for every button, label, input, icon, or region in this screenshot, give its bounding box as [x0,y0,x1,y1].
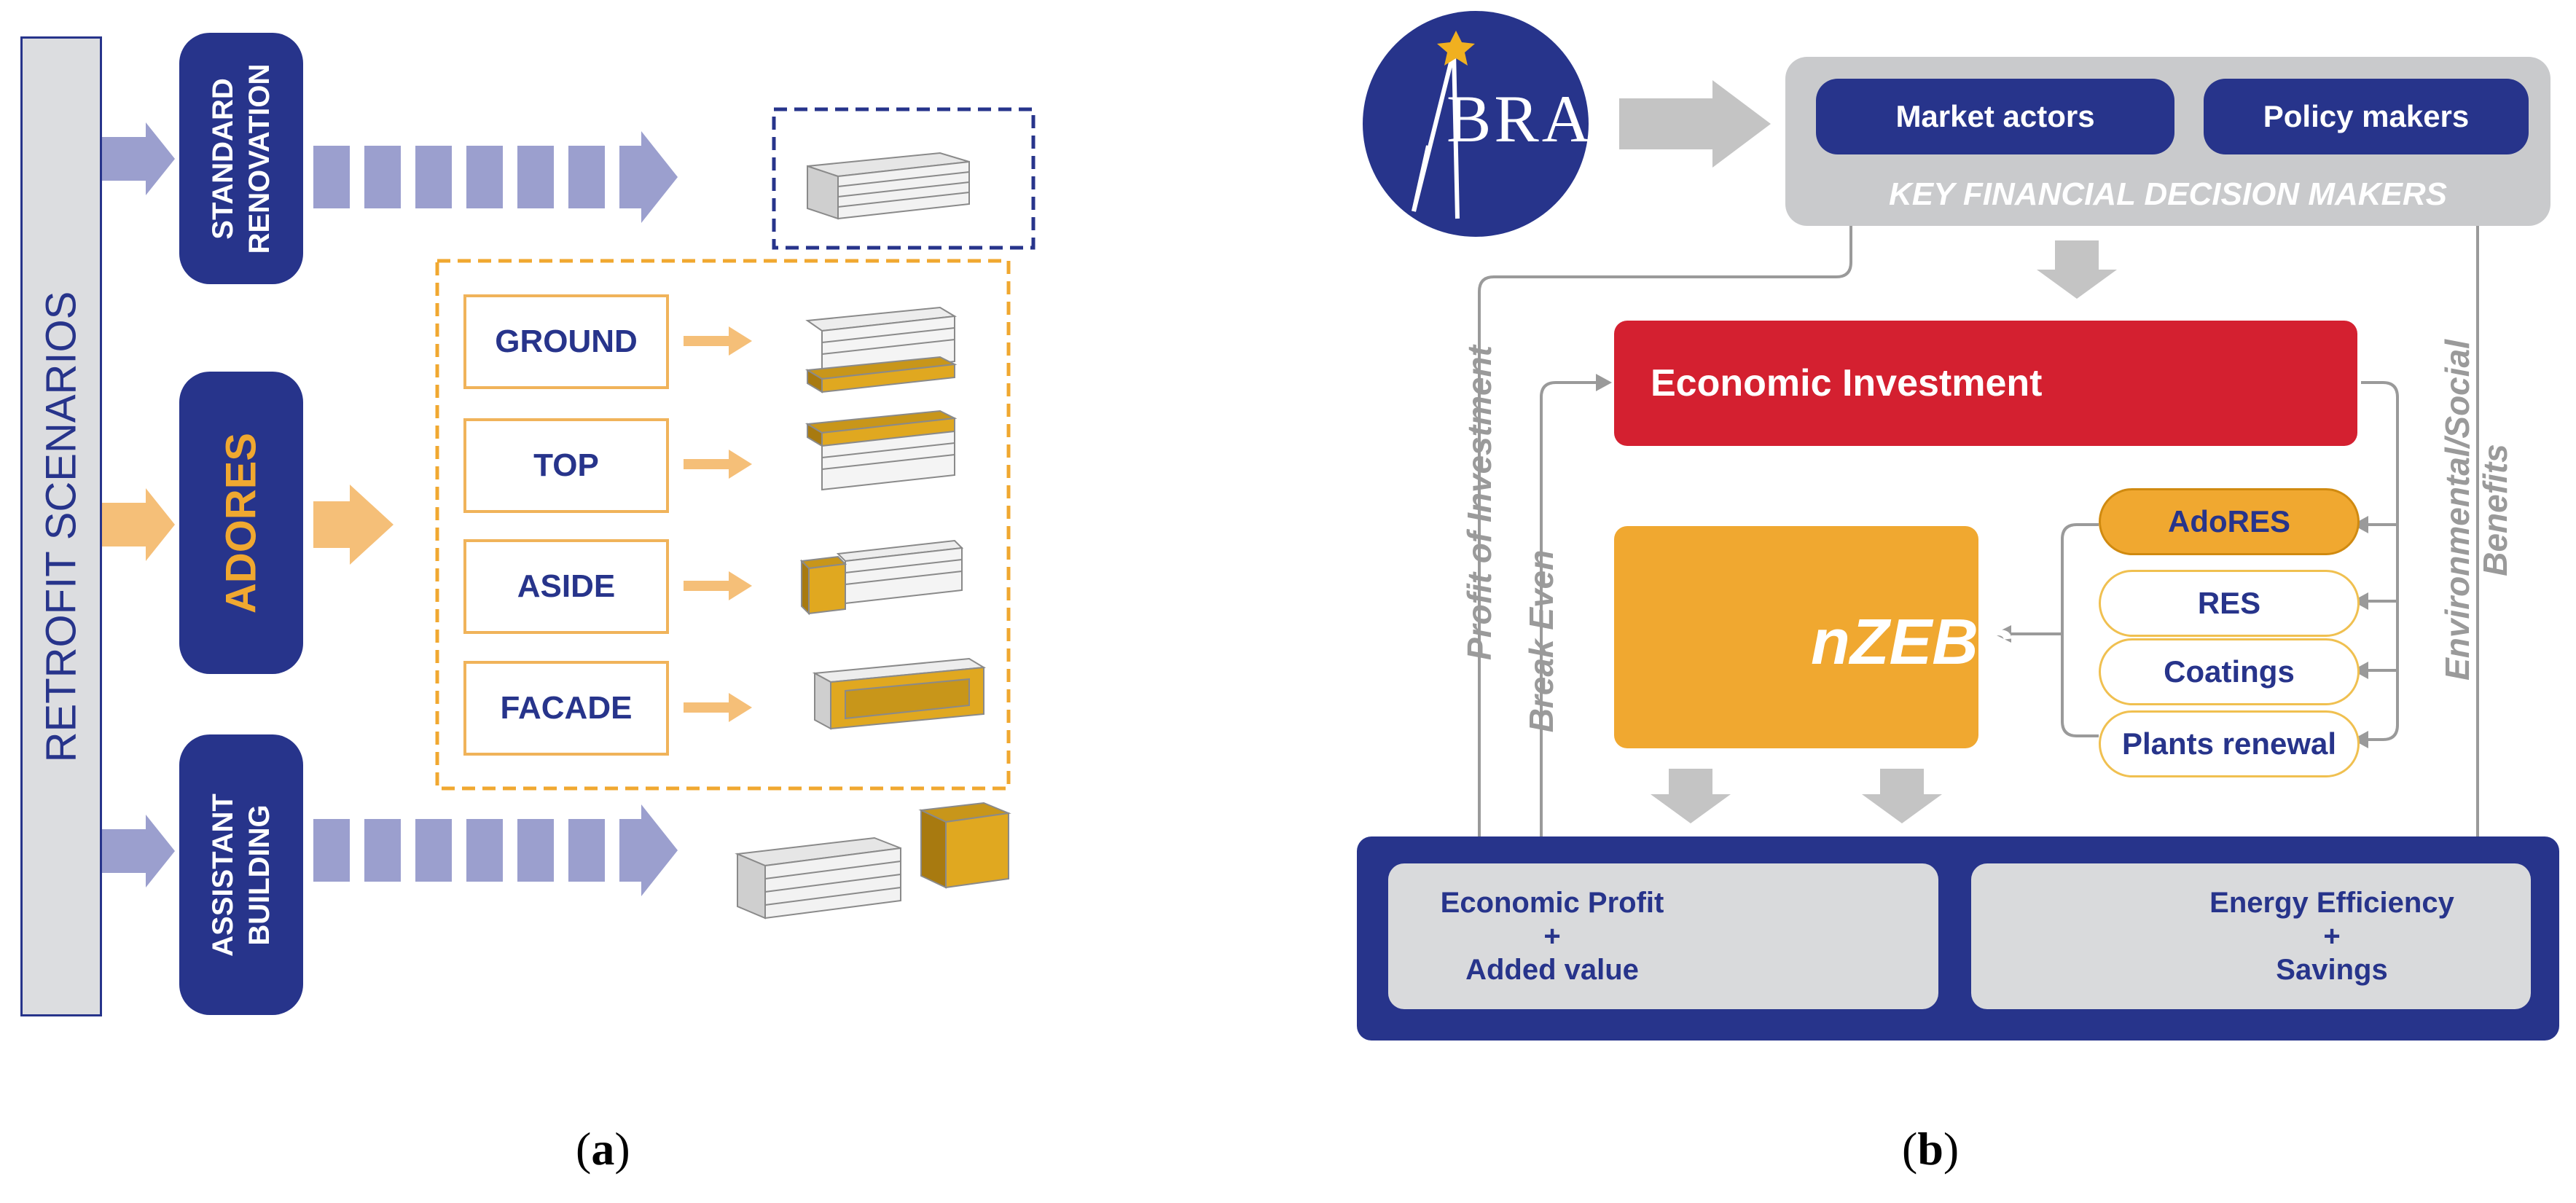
building-top [804,410,958,491]
economic-profit-line3: Added value [1465,954,1639,986]
options-to-nzebs-connector [1994,523,2099,737]
energy-line2: + [2323,920,2341,952]
retrofit-scenarios-bar: RETROFIT SCENARIOS [20,36,102,1016]
environmental-social-benefits-label: Environmental/Social Benefits [2438,340,2514,681]
building-facade [812,657,987,730]
building-ground [804,306,958,393]
arrow-nzebs-to-energy [1862,769,1942,823]
economic-investment-label: Economic Investment [1651,362,2043,404]
option-aside: ASIDE [463,539,669,634]
economic-profit-line1: Economic Profit [1440,887,1664,919]
economic-investment-box: Economic Investment [1614,321,2357,446]
building-assistant [735,802,1011,920]
building-standard [807,152,970,220]
star-icon [1437,31,1475,66]
env-line1: Environmental/Social [2438,340,2476,681]
dashed-arrow-assistant [313,804,678,896]
option-ground: GROUND [463,294,669,389]
bra-logo-mark [1412,50,1460,219]
arrow-makers-to-investment [2037,240,2117,299]
assistant-building-pill: ASSISTANT BUILDING [179,734,303,1015]
option-facade: FACADE [463,661,669,756]
key-financial-label: KEY FINANCIAL DECISION MAKERS [1888,176,2447,212]
market-actors-box: Market actors [1816,79,2174,154]
economic-profit-box [1388,863,1938,1009]
nzebs-box [1614,526,1978,748]
standard-renovation-pill: STANDARD RENOVATION [179,33,303,284]
break-even-label: Break Even [1522,549,1560,733]
building-aside [799,539,964,616]
arrow-logo-to-makers [1619,80,1771,168]
option-res: RES [2099,570,2360,637]
economic-profit-text: Economic Profit + Added value [1388,863,1716,1009]
env-line2: Benefits [2476,444,2514,576]
energy-line1: Energy Efficiency [2209,887,2454,919]
standard-result-frame [772,107,1036,250]
arrow-adores-out [313,485,394,565]
panel-b-label: (b) [1902,1123,1960,1175]
energy-efficiency-box [1971,863,2531,1009]
adores-pill: ADORES [179,372,303,674]
arrow-to-assistant [102,815,175,887]
arrow-to-adores [102,488,175,561]
profit-of-investment-label: Profit of Investment [1460,345,1498,660]
panel-a-label: (a) [576,1123,630,1175]
policy-makers-box: Policy makers [2204,79,2529,154]
option-adores: AdoRES [2099,488,2360,555]
nzebs-label: nZEBs [1811,606,2014,678]
option-arrows [684,326,752,722]
bra-logo-text: BRA [1446,82,1594,156]
option-coatings: Coatings [2099,638,2360,705]
energy-efficiency-text: Energy Efficiency + Savings [2150,863,2514,1009]
energy-line3: Savings [2276,954,2388,986]
adores-options-frame [435,259,1011,791]
arrow-nzebs-to-profit [1651,769,1731,823]
arrow-to-standard [102,122,175,195]
option-plants-renewal: Plants renewal [2099,710,2360,777]
option-top: TOP [463,418,669,513]
dashed-arrow-standard [313,131,678,223]
economic-profit-line2: + [1543,920,1561,952]
